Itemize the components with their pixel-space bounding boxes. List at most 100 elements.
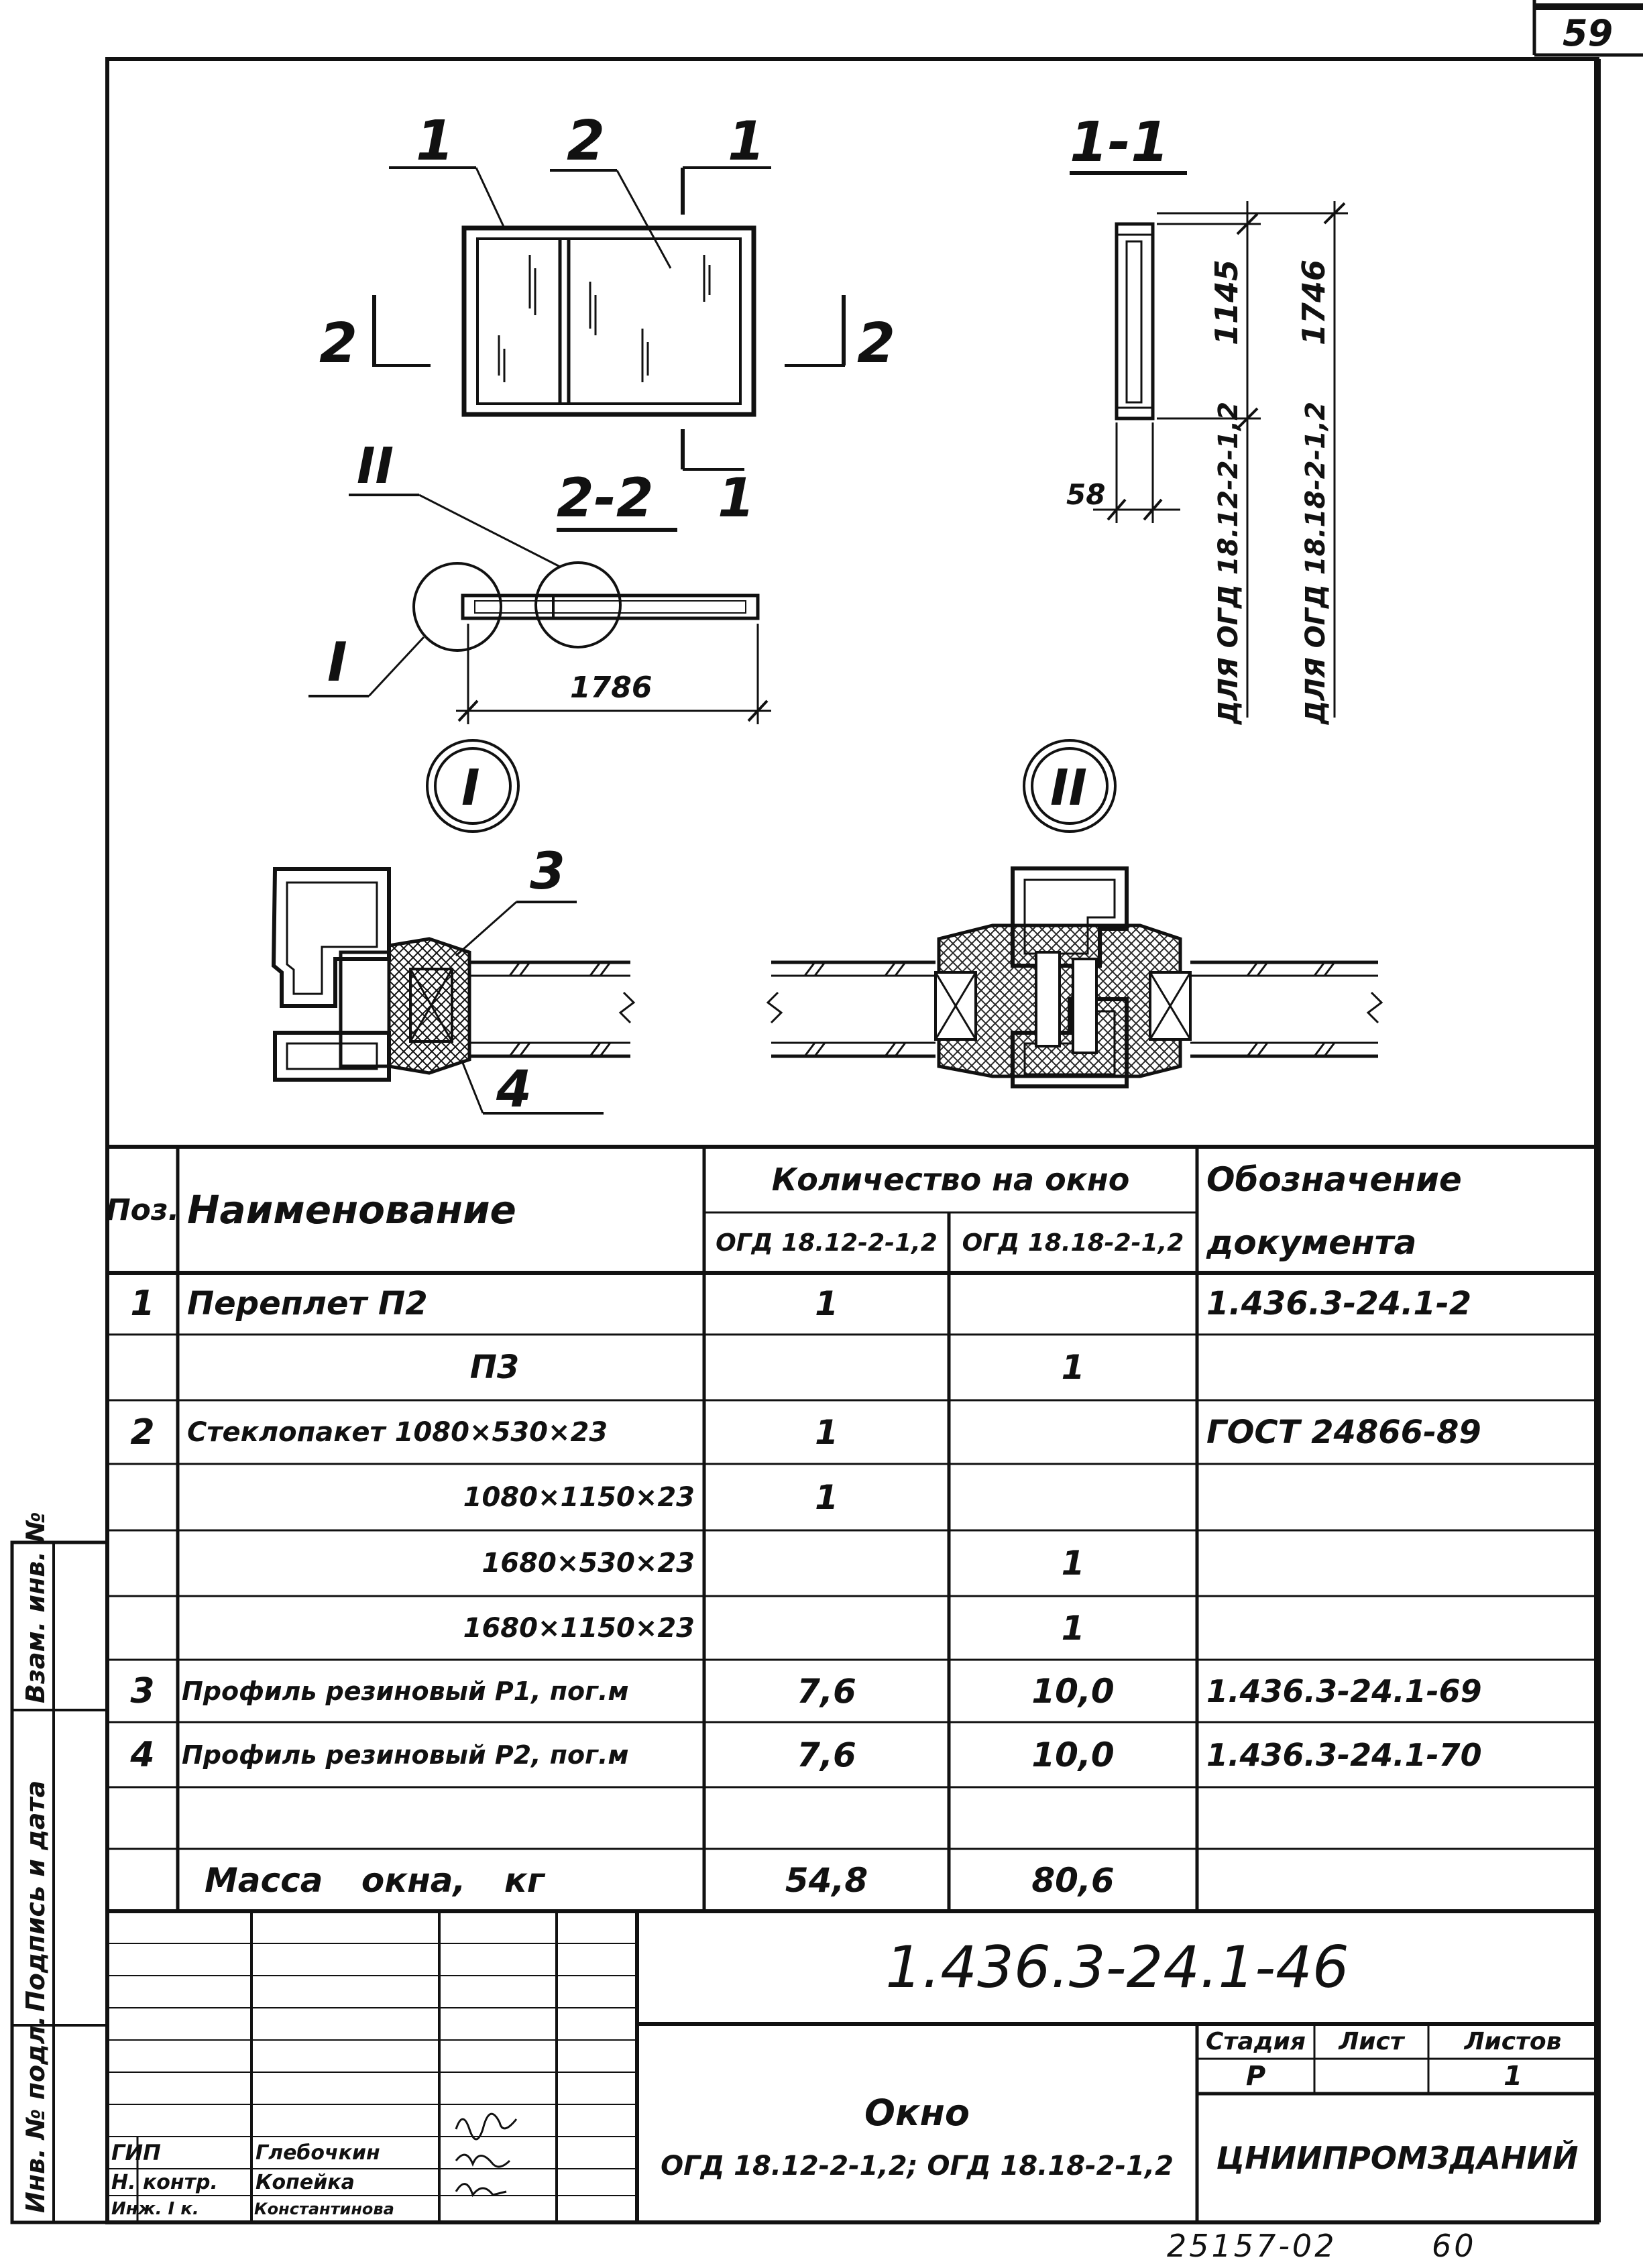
header-qty-col1: ОГД 18.12-2-1,2 xyxy=(716,1229,938,1257)
row-7-doc: 1.436.3-24.1-69 xyxy=(1206,1672,1482,1709)
header-qty-col2: ОГД 18.18-2-1,2 xyxy=(962,1229,1184,1257)
mass-label: Масса окна, кг xyxy=(205,1860,545,1900)
dim-1145: 1145 xyxy=(1208,260,1245,345)
row-4-pos xyxy=(107,1464,178,1530)
window-elevation: 1 2 1 1 2 2 xyxy=(319,109,895,529)
dim-note-2: ДЛЯ ОГД 18.18-2-1,2 xyxy=(1300,402,1331,726)
row-2-doc xyxy=(1197,1335,1597,1400)
signature-marks xyxy=(455,2112,518,2198)
row-3-doc: ГОСТ 24866-89 xyxy=(1206,1413,1481,1451)
signer-name-2: Копейка xyxy=(256,2170,355,2194)
section-2-2: 2-2 II I 1786 xyxy=(308,437,771,724)
organization: ЦНИИПРОМЗДАНИЙ xyxy=(1216,2140,1579,2176)
row-8-q2: 10,0 xyxy=(1031,1735,1115,1774)
sheet-label: Лист xyxy=(1339,2027,1404,2055)
row-6-pos xyxy=(107,1596,178,1660)
row-7-name: Профиль резиновый Р1, пог.м xyxy=(182,1676,629,1706)
row-7-q2: 10,0 xyxy=(1031,1671,1115,1711)
row-5-name: 1680×530×23 xyxy=(481,1548,695,1579)
stage-label: Стадия xyxy=(1206,2027,1306,2055)
mass-q1: 54,8 xyxy=(785,1860,868,1900)
row-3-q1: 1 xyxy=(815,1412,838,1452)
mass-q2: 80,6 xyxy=(1031,1860,1115,1900)
row-5-q1 xyxy=(704,1530,949,1596)
header-qty: Количество на окно xyxy=(771,1161,1130,1198)
row-6-doc xyxy=(1197,1596,1597,1660)
row-8-doc: 1.436.3-24.1-70 xyxy=(1206,1736,1482,1773)
margin-field-1: Взам. инв. № xyxy=(21,1512,50,1703)
section-1-bottom-mark: 1 xyxy=(718,467,755,529)
row-4-q2 xyxy=(949,1464,1197,1530)
section-1-1: 1-1 1145 1746 ДЛЯ ОГД 18.12-2-1,2 ДЛЯ ОГ… xyxy=(1066,111,1348,726)
pos-1-mark: 1 xyxy=(416,109,454,173)
pos-3-mark: 3 xyxy=(530,841,565,901)
row-6-q1 xyxy=(704,1596,949,1660)
stage-value: Р xyxy=(1245,2061,1266,2092)
drawing-code: 1.436.3-24.1-46 xyxy=(885,1934,1349,2001)
title-line-2: ОГД 18.12-2-1,2; ОГД 18.18-2-1,2 xyxy=(661,2151,1174,2181)
section-22-title: 2-2 xyxy=(557,467,654,529)
sheets-value: 1 xyxy=(1504,2061,1522,2092)
row-7-pos: 3 xyxy=(130,1670,155,1711)
detail-I-label: I xyxy=(461,759,480,817)
row-6-q2: 1 xyxy=(1061,1608,1085,1648)
row-2-name: П3 xyxy=(469,1349,520,1386)
signer-role-1: ГИП xyxy=(111,2140,161,2165)
row-5-doc xyxy=(1197,1530,1597,1596)
row-1-q2 xyxy=(949,1273,1197,1335)
row-6-name: 1680×1150×23 xyxy=(463,1612,695,1644)
section-1-top-mark: 1 xyxy=(728,110,765,172)
row-5-q2: 1 xyxy=(1061,1544,1085,1583)
header-doc-line2: документа xyxy=(1206,1223,1417,1262)
row-8-q1: 7,6 xyxy=(797,1735,856,1774)
row-2-q2: 1 xyxy=(1061,1348,1085,1387)
left-margin-grid xyxy=(10,1540,109,2224)
signer-name-1: Глебочкин xyxy=(256,2141,380,2165)
row-1-q1: 1 xyxy=(815,1284,838,1323)
row-1-name: Переплет П2 xyxy=(187,1285,428,1322)
row-3-pos: 2 xyxy=(130,1412,155,1453)
row-4-q1: 1 xyxy=(815,1477,838,1517)
row-1-pos: 1 xyxy=(130,1284,155,1324)
detail-labels: I II xyxy=(426,739,1117,833)
row-3-q2 xyxy=(949,1400,1197,1464)
detail-II-drawing xyxy=(766,866,1383,1088)
section-11-title: 1-1 xyxy=(1070,111,1169,174)
pos-4-mark: 4 xyxy=(496,1059,532,1119)
title-block-grid xyxy=(107,1911,1597,2222)
archive-number: 25157-02 xyxy=(1167,2228,1337,2264)
section-2-right-mark: 2 xyxy=(857,312,895,376)
row-4-doc xyxy=(1197,1464,1597,1530)
dim-58: 58 xyxy=(1066,478,1105,511)
title-line-1: Окно xyxy=(864,2091,970,2134)
detail-II-label: II xyxy=(1050,759,1087,817)
row-7-q1: 7,6 xyxy=(797,1671,856,1711)
dim-1746: 1746 xyxy=(1296,260,1332,345)
row-1-doc: 1.436.3-24.1-2 xyxy=(1206,1285,1472,1322)
margin-field-3: Инв. № подл. xyxy=(21,2016,50,2213)
row-2-q1 xyxy=(704,1335,949,1400)
signer-role-2: Н. контр. xyxy=(111,2170,218,2194)
dim-note-1: ДЛЯ ОГД 18.12-2-1,2 xyxy=(1213,402,1244,726)
row-8-pos: 4 xyxy=(130,1734,155,1775)
signer-role-3: Инж. I к. xyxy=(111,2199,199,2219)
page-number: 60 xyxy=(1432,2228,1477,2264)
row-2-pos xyxy=(107,1335,178,1400)
detail-I-drawing: 3 4 xyxy=(271,841,636,1119)
row-4-name: 1080×1150×23 xyxy=(463,1481,695,1513)
row-5-pos xyxy=(107,1530,178,1596)
callout-I-mark: I xyxy=(327,631,347,693)
row-3-name: Стеклопакет 1080×530×23 xyxy=(187,1416,608,1448)
row-8-name: Профиль резиновый Р2, пог.м xyxy=(182,1740,629,1770)
sheets-label: Листов xyxy=(1464,2027,1562,2055)
header-doc-line1: Обозначение xyxy=(1206,1160,1462,1199)
spec-table-grid xyxy=(107,1145,1597,1913)
sheet-value xyxy=(1314,2059,1428,2094)
header-name: Наименование xyxy=(187,1187,516,1233)
pos-2-mark: 2 xyxy=(567,109,605,173)
sheet-number: 59 xyxy=(1563,12,1613,54)
section-2-left-mark: 2 xyxy=(319,312,357,376)
callout-II-mark: II xyxy=(357,437,394,495)
header-pos: Поз. xyxy=(105,1192,180,1227)
